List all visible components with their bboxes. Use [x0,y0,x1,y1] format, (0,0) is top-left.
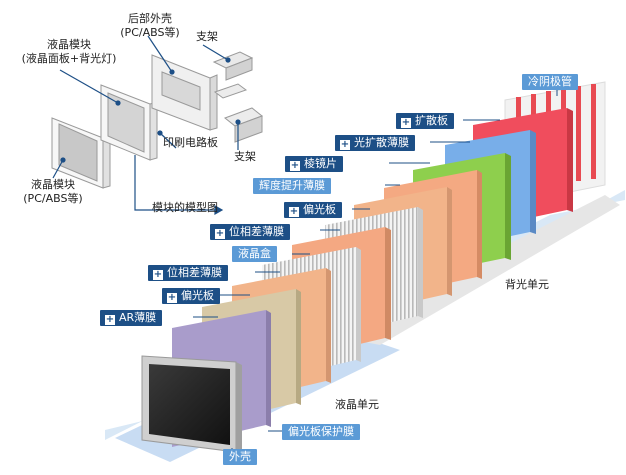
layer-label: 偏光板保护膜 [282,424,360,440]
layer-label-text: 位相差薄膜 [229,225,284,238]
label-lcm-module-2: 液晶模块(PC/ABS等) [23,178,83,205]
layer-label-text: 偏光板 [181,289,214,302]
layer-label: + 光扩散薄膜 [335,135,415,151]
layer-label: 外壳 [223,449,257,465]
layer-label-text: AR薄膜 [119,311,157,324]
layer-label-text: 位相差薄膜 [167,266,222,279]
layer-label: 辉度提升薄膜 [253,178,331,194]
layer-label: 冷阴极管 [522,74,578,90]
top-component-arrows [52,35,241,216]
layer-label-text: 外壳 [229,450,251,463]
plus-icon: + [340,139,350,150]
layer-label-text: 液晶盒 [238,247,271,260]
plus-icon: + [105,314,115,325]
front-case [141,355,242,455]
plus-icon: + [401,117,411,128]
label-lcd-unit: 液晶单元 [335,398,379,411]
layer-label: + AR薄膜 [100,310,163,326]
label-backlight-unit: 背光单元 [505,278,549,291]
layer-label-text: 冷阴极管 [528,75,572,88]
layer-label: + 扩散板 [396,113,454,129]
diagram-title: 模块的模型图 [152,201,218,214]
layer-label-text: 偏光板保护膜 [288,425,354,438]
layer-label-text: 扩散板 [415,114,448,127]
label-pcb: 印刷电路板 [163,136,218,149]
layer-label-text: 偏光板 [303,203,336,216]
layer-label: + 位相差薄膜 [210,224,290,240]
layer-label: + 位相差薄膜 [148,265,228,281]
layer-label: + 棱镜片 [285,156,343,172]
layer-label: 液晶盒 [232,246,277,262]
layer-label-text: 棱镜片 [304,157,337,170]
layer-label: + 偏光板 [284,202,342,218]
label-lcm-module: 液晶模块(液晶面板+背光灯) [21,38,117,65]
plus-icon: + [167,292,177,303]
label-rear-case: 后部外壳(PC/ABS等) [120,12,180,39]
plus-icon: + [290,160,300,171]
layer-label: + 偏光板 [162,288,220,304]
top-component-illustration [51,51,264,189]
label-stand-top: 支架 [196,30,218,43]
plus-icon: + [215,228,225,239]
layer-label-text: 辉度提升薄膜 [259,179,325,192]
label-stand-bottom: 支架 [234,150,256,163]
plus-icon: + [153,269,163,280]
plus-icon: + [289,206,299,217]
layer-label-text: 光扩散薄膜 [354,136,409,149]
